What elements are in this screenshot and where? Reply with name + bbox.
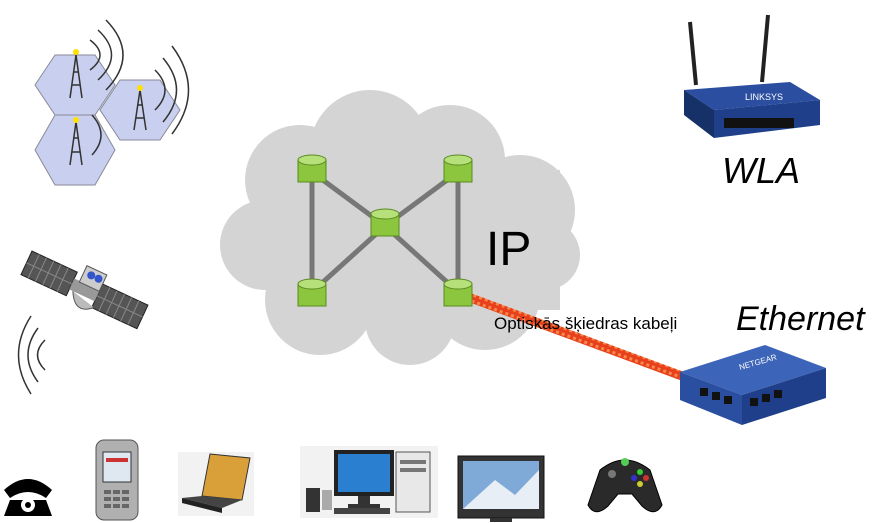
telephone-icon <box>4 479 52 516</box>
fiber-cable <box>458 289 684 381</box>
cellular-towers-icon <box>34 19 190 186</box>
game-controller-icon <box>587 458 663 513</box>
desktop-computer-icon <box>300 446 438 518</box>
wla-label: WLA <box>722 150 801 191</box>
ip-cloud <box>220 90 580 365</box>
node-bottom-left <box>297 278 327 307</box>
node-center <box>370 208 400 237</box>
node-top-right <box>443 154 473 183</box>
node-top-left <box>297 154 327 183</box>
ip-nodes <box>297 154 473 307</box>
laptop-icon <box>178 452 254 516</box>
fiber-cable-label: Optiskās šķiedras kabeļi <box>494 314 678 333</box>
node-bottom-right <box>443 278 473 307</box>
ethernet-switch-icon: NETGEAR <box>680 345 826 425</box>
satellite-icon <box>17 250 149 395</box>
svg-text:LINKSYS: LINKSYS <box>745 92 783 102</box>
mobile-phone-icon <box>95 439 139 521</box>
flat-tv-icon <box>457 455 545 522</box>
ip-label: IP <box>486 223 532 276</box>
ethernet-label: Ethernet <box>736 300 865 338</box>
wireless-router-icon: LINKSYS <box>672 0 826 152</box>
